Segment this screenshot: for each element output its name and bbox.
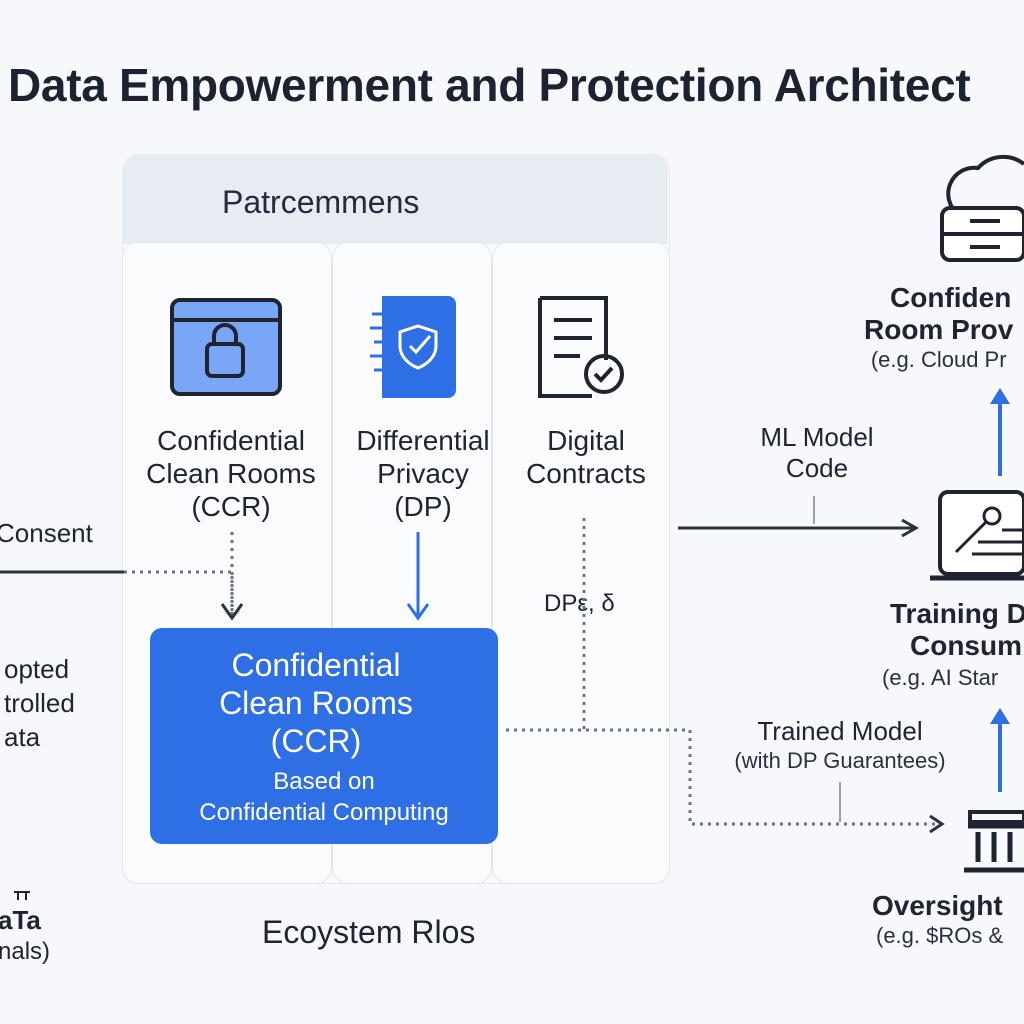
ml-model-label: ML Model Code: [760, 422, 874, 483]
ccr-arrowhead: [220, 603, 244, 621]
ccr-box-subtitle: Based on Confidential Computing: [199, 768, 449, 826]
ml-model-arrowhead: [901, 518, 920, 538]
panel-footer-label: Ecoystem Rlos: [262, 914, 476, 950]
trained-model-dotted: [506, 728, 940, 826]
trained-model-label: Trained Model (with DP Guarantees): [734, 716, 946, 773]
ccr-box-title: Confidential Clean Rooms (CCR): [219, 647, 413, 759]
training-to-provider-arrowhead: [990, 388, 1010, 404]
contracts-column: [492, 242, 670, 884]
shield-check-icon: [370, 296, 456, 398]
encrypted-data-label: opted trolled ata: [4, 654, 75, 752]
dp-params-label: DPε, δ: [544, 590, 615, 617]
contract-document-icon: [538, 296, 624, 398]
trained-model-arrowhead: [929, 814, 945, 834]
dp-arrowhead: [406, 603, 430, 621]
oversight-to-training-arrowhead: [990, 708, 1010, 724]
cloud-server-icon: [940, 154, 1024, 262]
consent-label: Consent: [0, 518, 93, 548]
panel-header: [122, 154, 668, 244]
oversight-label: Oversight (e.g. $ROs &: [872, 890, 1004, 948]
panel-header-label: Patrcemmens: [222, 184, 420, 220]
lock-window-icon: [170, 298, 282, 396]
training-consumer-label: Training D Consum (e.g. AI Star: [882, 598, 1024, 690]
dp-column-label: Differential Privacy (DP): [356, 425, 490, 522]
laptop-icon: [930, 490, 1024, 581]
data-source-label: aTa: [0, 905, 41, 935]
diagram-title: Data Empowerment and Protection Architec…: [8, 59, 971, 111]
ccr-box: [150, 628, 498, 844]
data-source-icon: [14, 891, 30, 900]
provider-label: Confiden Room Prov (e.g. Cloud Pr: [864, 282, 1014, 372]
institution-icon: [964, 810, 1024, 873]
ccr-column-label: Confidential Clean Rooms (CCR): [146, 425, 316, 522]
consent-to-ccr-dotted: [124, 570, 234, 616]
data-source-sublabel: nals): [0, 938, 51, 965]
contracts-column-label: Digital Contracts: [526, 425, 646, 489]
